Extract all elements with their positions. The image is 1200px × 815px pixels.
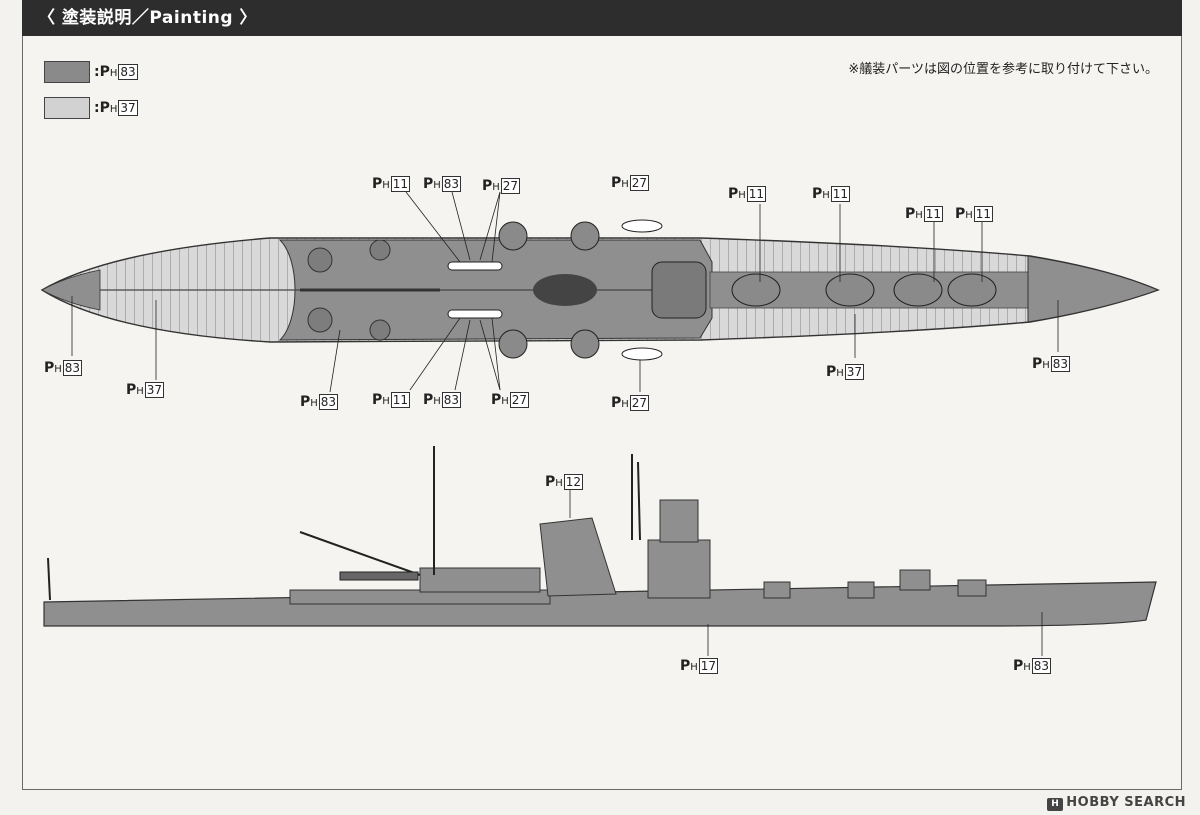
dark-gray-swatch [44, 61, 90, 83]
assembly-note: ※艤装パーツは図の位置を参考に取り付けて下さい。 [848, 62, 1158, 77]
hobby-search-logo-icon: H [1047, 798, 1064, 811]
watermark-text: HOBBY SEARCH [1066, 795, 1186, 810]
page-title: 〈 塗装説明／Painting 〉 [22, 0, 1182, 36]
instruction-page [22, 0, 1182, 790]
light-gray-swatch [44, 97, 90, 119]
side-view [43, 446, 1157, 656]
top-view [40, 191, 1160, 393]
